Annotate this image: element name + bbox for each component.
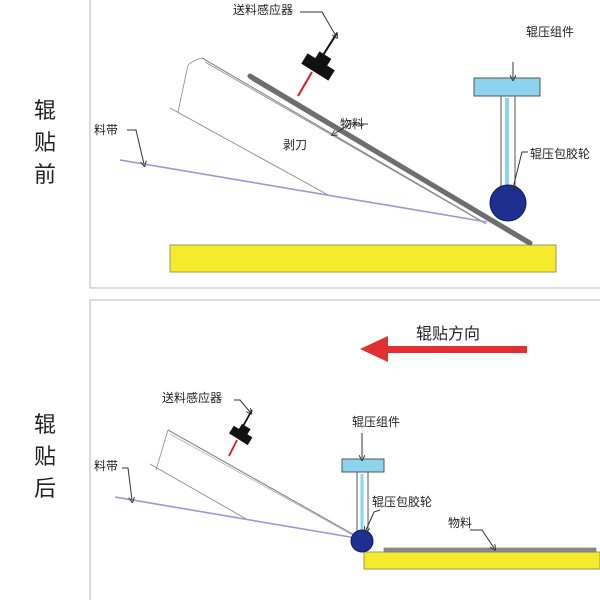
label-tape: 料带 — [94, 459, 118, 473]
sensor-icon — [297, 32, 338, 97]
base-plate — [169, 244, 557, 273]
side-label-after: 辊 贴 后 — [30, 410, 60, 506]
label-sensor: 送料感应器 — [233, 2, 293, 17]
panel-frame — [89, 299, 600, 600]
side-label-before: 辊 贴 前 — [30, 96, 60, 192]
side-char: 贴 — [33, 445, 56, 470]
side-char: 辊 — [33, 99, 56, 124]
roller-assembly-icon — [341, 458, 385, 553]
sensor-icon — [228, 409, 253, 457]
roller-assembly-icon — [473, 77, 541, 222]
side-char: 贴 — [33, 131, 56, 156]
side-char: 后 — [33, 477, 56, 502]
roller-wheel-icon — [489, 184, 527, 222]
label-roller-assembly: 辊压组件 — [526, 25, 574, 39]
peel-blade — [149, 429, 359, 539]
label-roller-assembly: 辊压组件 — [352, 415, 400, 429]
direction-label: 辊贴方向 — [416, 324, 480, 343]
label-roller-wheel: 辊压包胶轮 — [530, 146, 590, 161]
label-roller-wheel: 辊压包胶轮 — [372, 494, 432, 509]
side-char: 前 — [33, 163, 56, 188]
label-peel-blade: 剥刀 — [283, 138, 307, 152]
label-material: 物料 — [448, 516, 472, 530]
roller-wheel-icon — [350, 529, 374, 553]
material-strip — [247, 73, 533, 246]
side-char: 辊 — [33, 413, 56, 438]
material-strip — [383, 547, 597, 553]
tape-line — [119, 159, 488, 223]
tape-line — [114, 496, 357, 539]
label-sensor: 送料感应器 — [162, 390, 222, 405]
direction-arrow-icon — [360, 336, 527, 362]
label-material: 物料 — [340, 117, 364, 131]
peel-blade — [169, 57, 487, 225]
label-tape: 料带 — [94, 123, 118, 137]
panel-frame — [89, 0, 600, 289]
base-plate — [363, 551, 600, 570]
panel-after: 辊贴方向 — [89, 299, 600, 600]
panel-before: 送料感应器 辊压组件 物料 剥刀 辊压包胶轮 料带 — [89, 0, 600, 289]
